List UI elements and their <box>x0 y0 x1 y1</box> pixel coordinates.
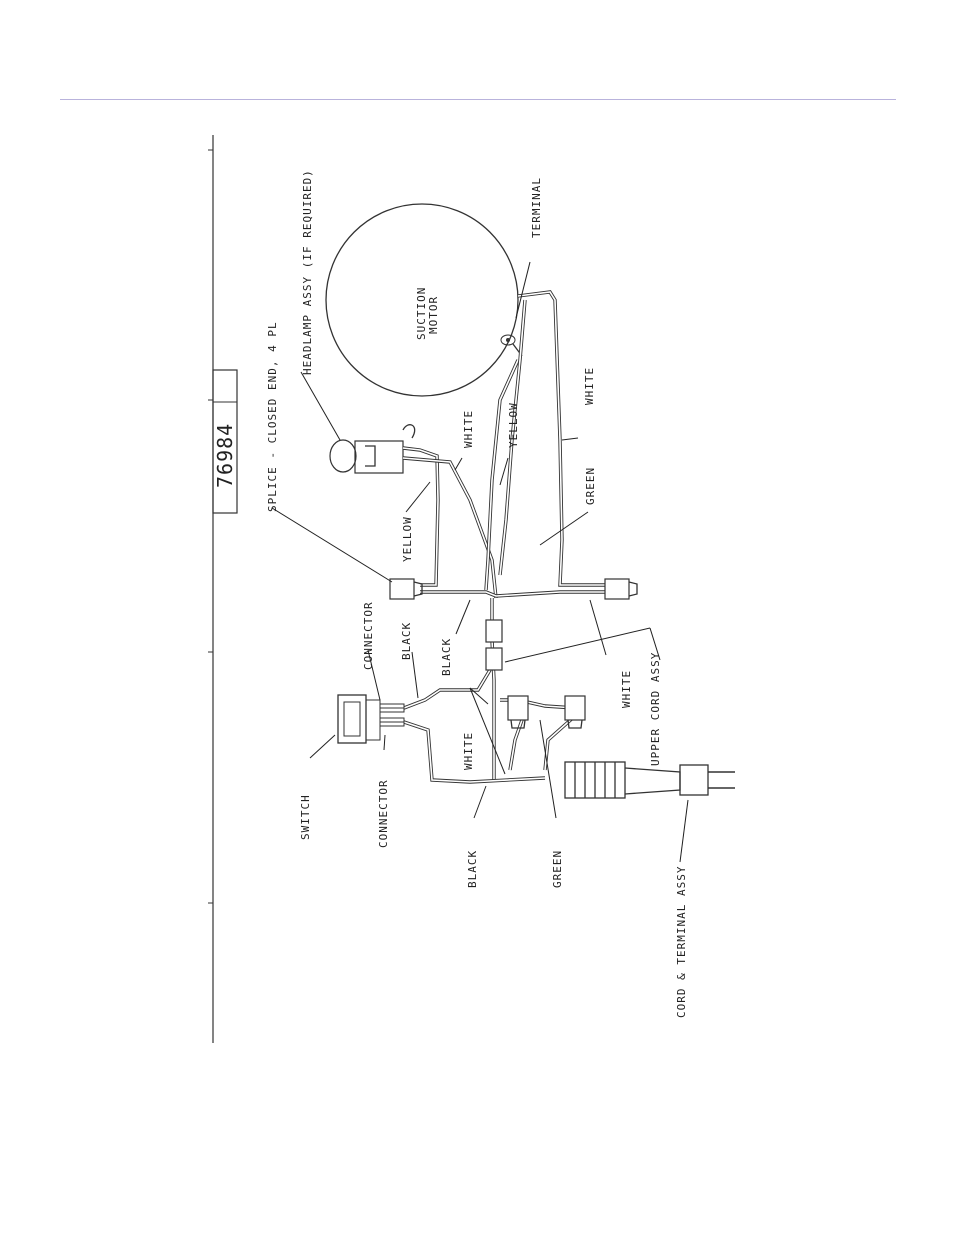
label-connector-1: CONNECTOR <box>362 601 375 670</box>
label-black-3: BLACK <box>466 850 479 888</box>
label-white-3: WHITE <box>462 732 475 770</box>
suction-motor-label-1: SUCTION <box>415 287 428 340</box>
label-switch: SWITCH <box>299 794 312 840</box>
label-terminal: TERMINAL <box>530 177 543 238</box>
label-upper-cord-assy: UPPER CORD ASSY <box>649 652 662 766</box>
label-connector-2: CONNECTOR <box>377 779 390 848</box>
label-yellow-1: YELLOW <box>507 402 520 448</box>
label-green-1: GREEN <box>584 467 597 505</box>
header-rule <box>60 99 896 100</box>
suction-motor: SUCTION MOTOR <box>325 203 523 397</box>
label-white-1: WHITE <box>462 410 475 448</box>
border-line <box>208 135 214 1043</box>
label-black-2: BLACK <box>440 638 453 676</box>
label-splice: SPLICE - CLOSED END, 4 PL <box>266 321 279 512</box>
label-white-4: WHITE <box>620 670 633 708</box>
label-white-2: WHITE <box>583 367 596 405</box>
switch <box>337 694 405 744</box>
part-number-box: 76984 <box>212 369 238 514</box>
headlamp-assy <box>329 424 416 474</box>
label-black-1: BLACK <box>400 622 413 660</box>
label-cord-terminal-assy: CORD & TERMINAL ASSY <box>675 866 688 1018</box>
label-headlamp-assy: HEADLAMP ASSY (IF REQUIRED) <box>301 169 314 375</box>
part-number: 76984 <box>213 423 237 488</box>
label-yellow-2: YELLOW <box>401 516 414 562</box>
leader-lines <box>271 261 689 863</box>
label-green-2: GREEN <box>551 850 564 888</box>
splice-connectors <box>389 578 638 729</box>
suction-motor-label-2: MOTOR <box>427 296 440 334</box>
power-cord-plug <box>564 761 735 799</box>
